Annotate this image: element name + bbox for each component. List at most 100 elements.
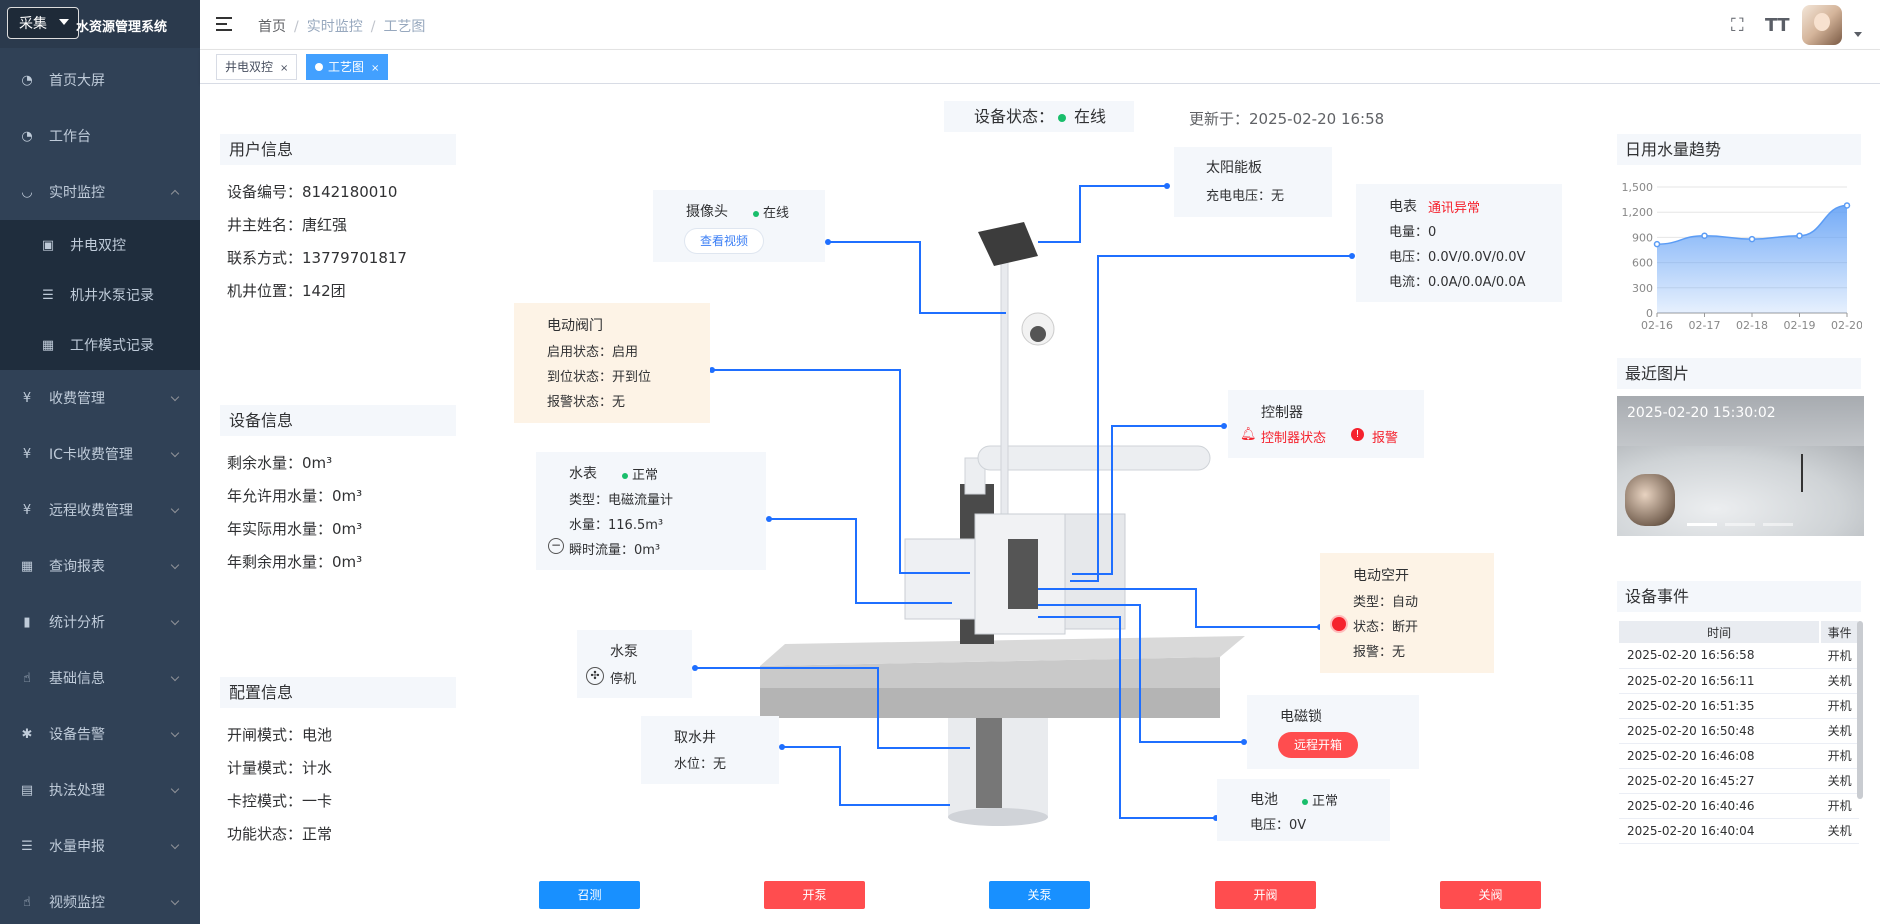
solar-title: 太阳能板 (1206, 160, 1262, 176)
minus-circle-icon: − (548, 538, 564, 554)
remaining-water: 剩余水量：0m³ (227, 454, 333, 472)
controller-card: 控制器 🔔︎ 控制器状态 ! 报警 (1228, 390, 1424, 458)
meter-title: 电表 (1389, 199, 1417, 215)
outlet-pipe (977, 445, 1211, 471)
camera-lens (1030, 326, 1046, 342)
font-size-icon[interactable]: ꓔT (1765, 15, 1790, 36)
cabinet-door (1064, 513, 1126, 630)
sidebar-item-label: IC卡收费管理 (49, 447, 133, 463)
open-valve-button[interactable]: 开阀 (1215, 881, 1316, 909)
chevron-down-icon (170, 728, 180, 738)
user-info-title: 用户信息 (220, 134, 456, 165)
tab-process[interactable]: 工艺图× (306, 54, 389, 80)
side-cabinet (904, 538, 976, 620)
device-status-label: 设备状态： (974, 107, 1055, 126)
slab-front (760, 688, 1220, 718)
caret-down-icon[interactable] (1854, 32, 1862, 37)
carousel-indicators[interactable] (1687, 523, 1797, 526)
table-icon: ▦ (41, 337, 55, 353)
area-fill (1657, 205, 1847, 313)
hamburger-icon[interactable] (216, 17, 232, 31)
remote-open-button[interactable]: 远程开箱 (1278, 732, 1358, 758)
fullscreen-icon[interactable]: ⛶ (1731, 15, 1744, 36)
event-time: 2025-02-20 16:40:04 (1619, 818, 1821, 844)
chevron-down-icon (170, 504, 180, 514)
data-point (1748, 235, 1756, 243)
event-type: 关机 (1820, 718, 1859, 744)
sidebar-subitem-mode-records[interactable]: ▦ 工作模式记录 (0, 320, 200, 370)
start-pump-button[interactable]: 开泵 (764, 881, 865, 909)
sidebar-item-label: 工作模式记录 (70, 338, 154, 354)
pump-body (976, 718, 1002, 808)
status-dot (1058, 113, 1067, 122)
events-scrollbar[interactable] (1857, 621, 1863, 799)
sidebar-subitem-pump-records[interactable]: ☰机井水泵记录 (0, 270, 200, 320)
recent-photo[interactable]: 2025-02-20 15:30:02 (1617, 396, 1864, 536)
sidebar-subitem-dual-control[interactable]: ▣井电双控 (0, 220, 200, 270)
close-icon[interactable]: × (371, 63, 380, 74)
y-tick-label: 0 (1646, 307, 1653, 320)
chevron-down-icon (170, 616, 180, 626)
slab-face (760, 636, 1245, 666)
close-valve-button[interactable]: 关阀 (1440, 881, 1541, 909)
watermeter-card: 水表 正常 类型：电磁流量计 水量：116.5m³ − 瞬时流量：0m³ (536, 452, 766, 570)
meter-voltage: 电压：0.0V/0.0V/0.0V (1389, 250, 1526, 265)
sidebar-item-workbench[interactable]: ◔工作台 (0, 108, 200, 164)
sidebar-item-ic-fees[interactable]: ¥IC卡收费管理 (0, 426, 200, 482)
status-dot (1302, 798, 1308, 805)
sidebar-item-basic-info[interactable]: ☝基础信息 (0, 650, 200, 706)
owner-name: 井主姓名：唐红强 (227, 216, 348, 234)
well-location: 机井位置：142团 (227, 282, 346, 300)
controller-alarm: 报警 (1372, 431, 1399, 446)
event-type: 关机 (1820, 818, 1859, 844)
sidebar-item-monitor[interactable]: ◡实时监控 (0, 164, 200, 220)
tab-dual-control[interactable]: 井电双控× (216, 54, 298, 80)
valve-position: 到位状态：开到位 (547, 370, 652, 385)
event-type: 开机 (1820, 793, 1859, 819)
valve-alarm: 报警状态：无 (547, 395, 626, 410)
data-point (1796, 232, 1803, 239)
breadcrumb-home[interactable]: 首页 (258, 19, 286, 35)
sidebar-item-label: 工作台 (49, 129, 91, 145)
sidebar-item-alarms[interactable]: ✱设备告警 (0, 706, 200, 762)
x-tick-label: 02-19 (1784, 319, 1816, 332)
view-video-button[interactable]: 查看视频 (685, 229, 763, 253)
chevron-down-icon (170, 672, 180, 682)
sidebar-item-remote-fees[interactable]: ¥远程收费管理 (0, 482, 200, 538)
dashboard-icon: ◔ (21, 72, 33, 88)
collect-dropdown[interactable]: 采集 (7, 7, 79, 39)
close-icon[interactable]: × (280, 63, 289, 74)
breaker-state-indicator (1332, 617, 1346, 631)
sidebar-item-home-screen[interactable]: ◔首页大屏 (0, 52, 200, 108)
sidebar-item-label: 查询报表 (49, 559, 105, 575)
sidebar-item-statistics[interactable]: ▮统计分析 (0, 594, 200, 650)
controller-bell-icon: 🔔︎ (1240, 427, 1257, 442)
watermeter-title: 水表 (569, 466, 597, 482)
yen-icon: ¥ (22, 502, 32, 518)
stop-pump-button[interactable]: 关泵 (989, 881, 1090, 909)
photo-timestamp: 2025-02-20 15:30:02 (1627, 405, 1776, 421)
pump-title: 水泵 (610, 644, 638, 660)
watermeter-flow: 瞬时流量：0m³ (569, 543, 661, 558)
sidebar-item-video[interactable]: ☝视频监控 (0, 874, 200, 924)
watermeter-status-text: 正常 (632, 468, 659, 483)
pump-card: 水泵 ✣ 停机 (577, 630, 692, 698)
poll-button[interactable]: 召测 (539, 881, 640, 909)
event-type: 开机 (1820, 693, 1859, 719)
sidebar-item-fees[interactable]: ¥收费管理 (0, 370, 200, 426)
camera-status-text: 在线 (763, 206, 790, 221)
breadcrumb: 首页/实时监控/工艺图 (258, 19, 426, 35)
meter-card: 电表 通讯异常 电量：0 电压：0.0V/0.0V/0.0V 电流：0.0A/0… (1356, 184, 1562, 302)
meter-status: 通讯异常 (1428, 201, 1481, 216)
event-type: 关机 (1820, 668, 1859, 694)
sidebar-item-enforcement[interactable]: ▤执法处理 (0, 762, 200, 818)
sidebar-item-reports[interactable]: ▦查询报表 (0, 538, 200, 594)
avatar[interactable] (1802, 5, 1842, 45)
bar-chart-icon: ▮ (23, 614, 31, 630)
event-time: 2025-02-20 16:51:35 (1619, 693, 1821, 719)
sidebar-item-water-declare[interactable]: ☰水量申报 (0, 818, 200, 874)
x-tick-label: 02-18 (1736, 319, 1768, 332)
sidebar-submenu: ▣井电双控 ☰机井水泵记录 ▦ 工作模式记录 (0, 220, 200, 370)
